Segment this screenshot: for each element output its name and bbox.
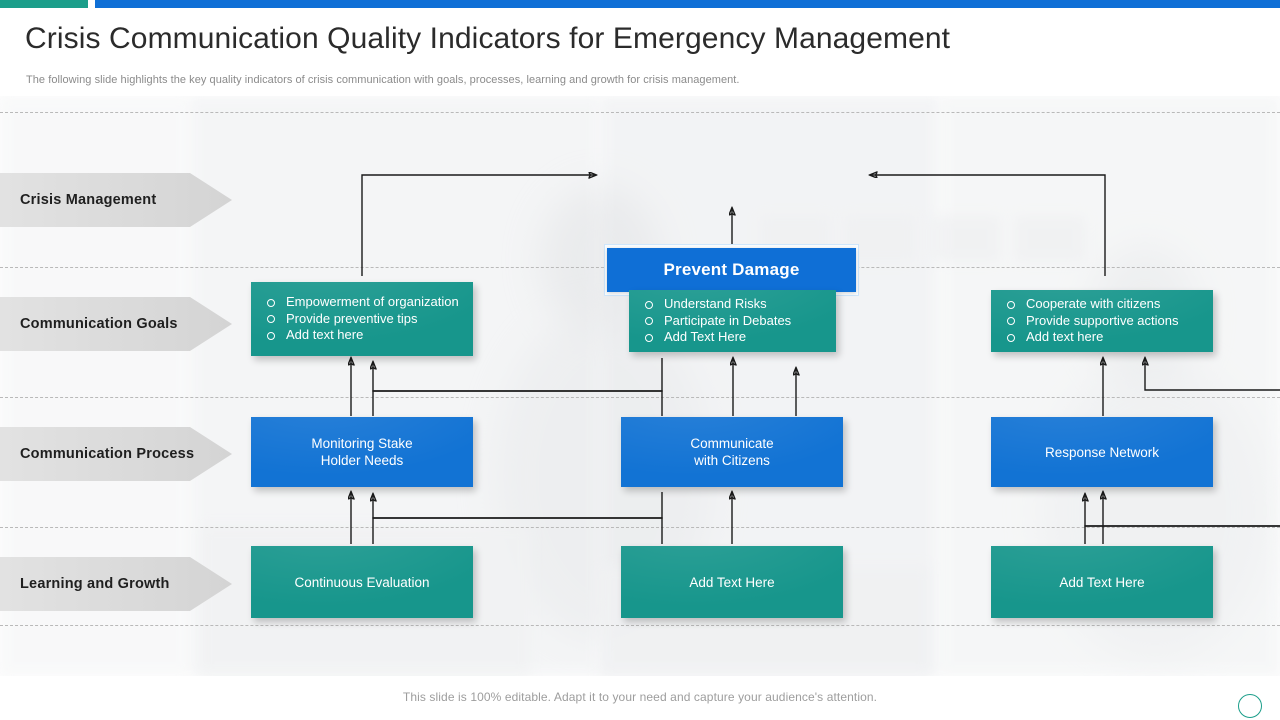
bullet-list: Cooperate with citizens Provide supporti…: [991, 296, 1213, 346]
band-divider: [0, 397, 1280, 398]
node-body: Add Text Here: [991, 546, 1213, 618]
node-learning-2[interactable]: Add Text Here: [621, 546, 843, 618]
circle-bullet-icon: [645, 300, 653, 309]
node-learning-1[interactable]: Continuous Evaluation: [251, 546, 473, 618]
node-body: Empowerment of organization Provide prev…: [251, 282, 473, 356]
footer-note: This slide is 100% editable. Adapt it to…: [402, 690, 878, 704]
node-body: Understand Risks Participate in Debates …: [629, 290, 836, 352]
list-item-text: Understand Risks: [664, 296, 767, 312]
circle-bullet-icon: [645, 333, 653, 342]
node-label: Response Network: [1044, 444, 1160, 460]
stage-arrow-communication-goals[interactable]: Communication Goals: [0, 297, 232, 351]
stage-label: Communication Process: [20, 446, 195, 462]
list-item: Add Text Here: [643, 329, 836, 346]
node-label: Add Text Here: [1059, 574, 1145, 590]
slide-header: Crisis Communication Quality Indicators …: [0, 8, 1280, 96]
list-item: Cooperate with citizens: [1005, 296, 1213, 313]
list-item: Understand Risks: [643, 296, 836, 313]
node-prevent-damage[interactable]: Prevent Damage: [604, 244, 859, 296]
circle-bullet-icon: [1007, 333, 1015, 342]
list-item: Empowerment of organization: [265, 294, 473, 311]
arrow-shape: [0, 557, 232, 611]
hero-label: Prevent Damage: [663, 260, 800, 279]
band-divider: [0, 625, 1280, 626]
list-item-text: Participate in Debates: [664, 312, 792, 328]
circle-bullet-icon: [267, 331, 275, 340]
circle-bullet-icon: [1007, 300, 1015, 309]
stage-label: Crisis Management: [20, 192, 157, 208]
list-item: Provide supportive actions: [1005, 313, 1213, 330]
stage-label: Learning and Growth: [20, 576, 170, 592]
band-divider: [0, 112, 1280, 113]
top-accent-bar-blue: [95, 0, 1280, 8]
page-title: Crisis Communication Quality Indicators …: [25, 22, 951, 55]
node-learning-3[interactable]: Add Text Here: [991, 546, 1213, 618]
node-label: Continuous Evaluation: [294, 574, 430, 590]
circle-bullet-icon: [1007, 317, 1015, 326]
list-item: Add text here: [1005, 329, 1213, 346]
node-goals-1[interactable]: Empowerment of organization Provide prev…: [251, 282, 473, 356]
list-item: Add text here: [265, 327, 473, 344]
list-item-text: Provide preventive tips: [286, 310, 418, 326]
stage-label: Communication Goals: [20, 316, 178, 332]
node-body: Response Network: [991, 417, 1213, 487]
stage-arrow-learning-and-growth[interactable]: Learning and Growth: [0, 557, 232, 611]
decorative-circle-icon: [1238, 694, 1262, 718]
band-divider: [0, 527, 1280, 528]
list-item-text: Cooperate with citizens: [1026, 296, 1161, 312]
node-goals-3[interactable]: Cooperate with citizens Provide supporti…: [991, 290, 1213, 352]
list-item-text: Add text here: [1026, 329, 1104, 345]
circle-bullet-icon: [267, 315, 275, 324]
bullet-list: Understand Risks Participate in Debates …: [629, 296, 836, 346]
list-item: Provide preventive tips: [265, 311, 473, 328]
bullet-list: Empowerment of organization Provide prev…: [251, 294, 473, 344]
list-item-text: Provide supportive actions: [1026, 312, 1179, 328]
diagram-canvas: Crisis Management Communication Goals Co…: [0, 96, 1280, 676]
list-item-text: Empowerment of organization: [286, 294, 459, 310]
arrow-shape: [0, 173, 232, 227]
list-item-text: Add Text Here: [664, 329, 747, 345]
stage-arrow-crisis-management[interactable]: Crisis Management: [0, 173, 232, 227]
page-subtitle: The following slide highlights the key q…: [26, 74, 740, 86]
stage-arrow-communication-process[interactable]: Communication Process: [0, 427, 232, 481]
slide-footer: This slide is 100% editable. Adapt it to…: [0, 676, 1280, 720]
list-item-text: Add text here: [286, 327, 364, 343]
hero-fill: Prevent Damage: [607, 248, 856, 292]
arrow-shape: [0, 297, 232, 351]
node-goals-2[interactable]: Understand Risks Participate in Debates …: [629, 290, 836, 352]
arrow-shape: [0, 427, 232, 481]
list-item: Participate in Debates: [643, 313, 836, 330]
node-process-3[interactable]: Response Network: [991, 417, 1213, 487]
node-body: Cooperate with citizens Provide supporti…: [991, 290, 1213, 352]
top-accent-bar-teal: [0, 0, 88, 8]
circle-bullet-icon: [267, 298, 275, 307]
node-body: Add Text Here: [621, 546, 843, 618]
node-body: Continuous Evaluation: [251, 546, 473, 618]
node-label: Add Text Here: [689, 574, 775, 590]
circle-bullet-icon: [645, 317, 653, 326]
